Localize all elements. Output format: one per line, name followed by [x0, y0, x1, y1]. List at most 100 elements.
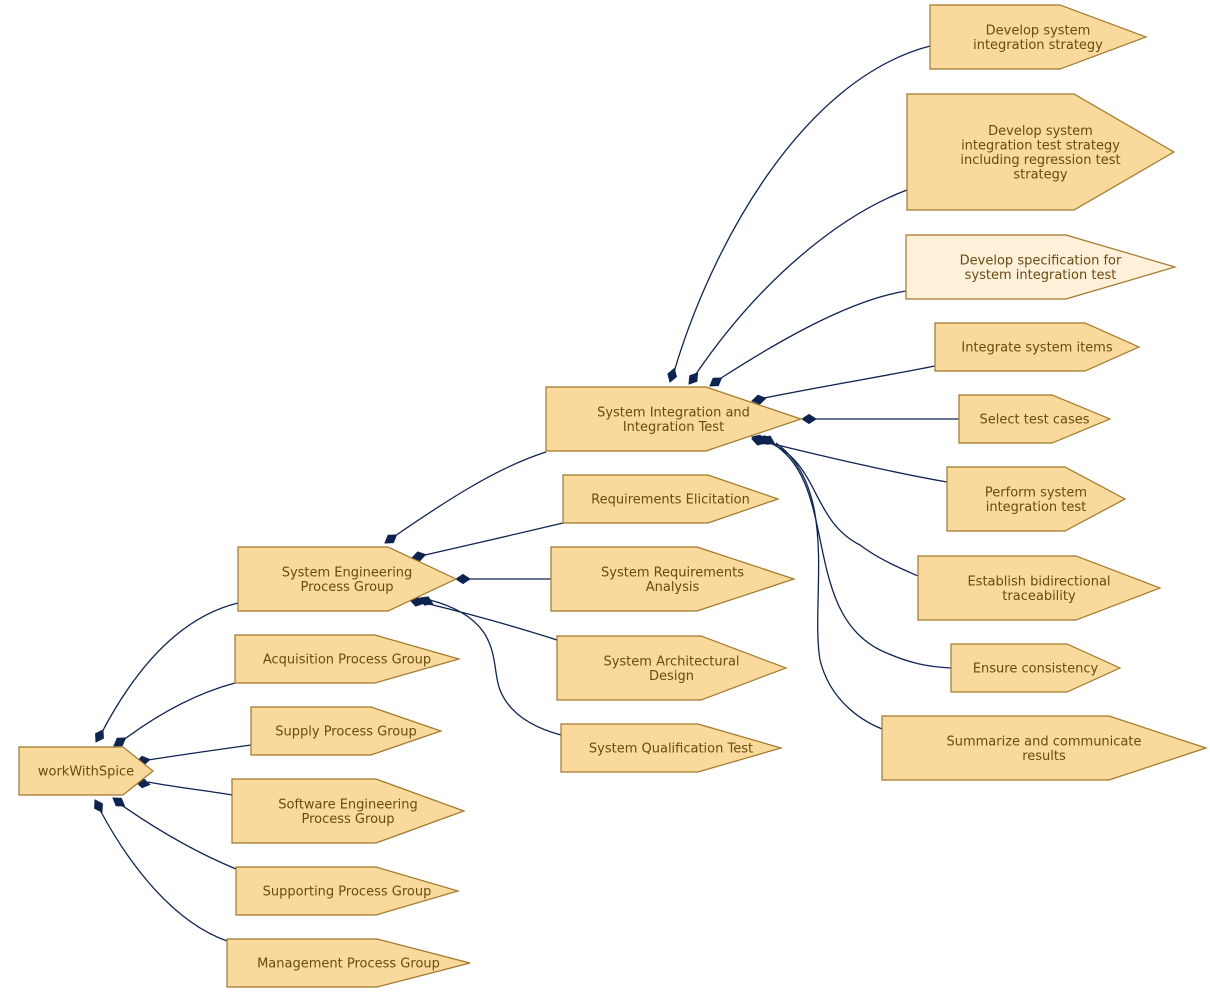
- edge-root-to-sup: [135, 744, 252, 766]
- node-shape[interactable]: [881, 715, 1208, 781]
- edge-line: [775, 442, 883, 730]
- node-shape[interactable]: [917, 555, 1162, 621]
- composition-diamond-icon: [384, 534, 398, 544]
- edge-line: [119, 803, 237, 870]
- node-label: Supporting Process Group: [263, 885, 432, 900]
- node-shape[interactable]: [950, 643, 1122, 693]
- node-label: System Architectural: [603, 654, 739, 669]
- edge-root-to-swe: [135, 778, 233, 796]
- node-label: results: [1022, 749, 1066, 764]
- edge-sit-to-t8: [756, 435, 952, 669]
- edge-root-to-supp: [112, 797, 237, 870]
- edge-sepg-to-sit: [384, 451, 547, 544]
- composition-diamond-icon: [455, 573, 471, 585]
- node-label: Integrate system items: [961, 341, 1112, 356]
- node-shape[interactable]: [934, 322, 1141, 372]
- edge-root-to-acq: [113, 682, 236, 747]
- node-shape[interactable]: [231, 778, 466, 844]
- node-label: Design: [649, 669, 694, 684]
- node-mgmt[interactable]: Management Process Group: [226, 938, 471, 988]
- node-label: workWithSpice: [38, 765, 134, 780]
- node-sqt[interactable]: System Qualification Test: [560, 723, 784, 773]
- node-label: Analysis: [646, 580, 700, 595]
- composition-diamond-icon: [801, 413, 817, 425]
- composition-diamond-icon: [709, 377, 723, 387]
- node-root[interactable]: workWithSpice: [18, 746, 154, 796]
- node-t5[interactable]: Select test cases: [958, 394, 1112, 444]
- node-label: Management Process Group: [257, 957, 440, 972]
- node-label: Integration Test: [623, 420, 724, 435]
- node-label: System Qualification Test: [589, 742, 753, 757]
- node-t8[interactable]: Ensure consistency: [950, 643, 1122, 693]
- node-shape[interactable]: [550, 546, 796, 612]
- node-shape[interactable]: [234, 634, 462, 684]
- node-shape[interactable]: [545, 386, 803, 452]
- node-shape[interactable]: [562, 474, 780, 524]
- node-supp[interactable]: Supporting Process Group: [235, 866, 461, 916]
- node-shape[interactable]: [18, 746, 154, 796]
- edge-sit-to-t4: [751, 365, 936, 405]
- node-sup[interactable]: Supply Process Group: [250, 706, 443, 756]
- node-label: traceability: [1002, 589, 1076, 604]
- node-label: Develop system: [986, 23, 1091, 38]
- node-label: Develop specification for: [960, 253, 1122, 268]
- node-shape[interactable]: [906, 93, 1176, 211]
- node-t4[interactable]: Integrate system items: [934, 322, 1141, 372]
- edge-sit-to-t2: [688, 189, 908, 385]
- node-shape[interactable]: [905, 234, 1178, 300]
- edge-sit-to-t3: [709, 290, 907, 387]
- node-req[interactable]: Requirements Elicitation: [562, 474, 780, 524]
- edge-line: [717, 290, 907, 381]
- composition-diamond-icon: [94, 799, 103, 813]
- edge-root-to-sepg: [95, 602, 239, 743]
- node-shape[interactable]: [560, 723, 784, 773]
- node-label: system integration test: [965, 268, 1117, 283]
- node-label: Supply Process Group: [275, 725, 416, 740]
- edge-sepg-to-req: [411, 522, 564, 562]
- node-acq[interactable]: Acquisition Process Group: [234, 634, 462, 684]
- edge-sepg-to-sqt: [419, 596, 562, 736]
- composition-diamond-icon: [667, 367, 678, 383]
- edge-line: [695, 189, 908, 375]
- node-label: Establish bidirectional: [967, 574, 1110, 589]
- edge-line: [121, 682, 236, 742]
- node-label: System Integration and: [597, 405, 750, 420]
- edge-line: [391, 451, 547, 539]
- node-shape[interactable]: [237, 546, 458, 612]
- edge-line: [424, 602, 558, 641]
- node-label: including regression test: [960, 153, 1120, 168]
- edge-root-to-mgmt: [94, 799, 228, 942]
- node-label: Process Group: [300, 580, 393, 595]
- node-shape[interactable]: [946, 466, 1127, 532]
- edge-line: [763, 365, 936, 399]
- composition-diamond-icon: [688, 372, 699, 385]
- node-shape[interactable]: [226, 938, 471, 988]
- edge-line: [424, 522, 564, 556]
- node-shape[interactable]: [929, 4, 1148, 70]
- edge-sit-to-t7: [751, 434, 919, 577]
- edge-line: [99, 809, 228, 942]
- node-label: Perform system: [985, 485, 1087, 500]
- composition-diamond-icon: [761, 435, 776, 445]
- node-label: strategy: [1013, 167, 1068, 182]
- node-shape[interactable]: [556, 635, 788, 701]
- node-shape[interactable]: [250, 706, 443, 756]
- node-shape[interactable]: [958, 394, 1112, 444]
- node-label: Software Engineering: [278, 797, 417, 812]
- node-shape[interactable]: [235, 866, 461, 916]
- edge-sit-to-t9: [761, 435, 883, 730]
- edge-line: [100, 602, 239, 735]
- composition-diamond-icon: [751, 394, 767, 405]
